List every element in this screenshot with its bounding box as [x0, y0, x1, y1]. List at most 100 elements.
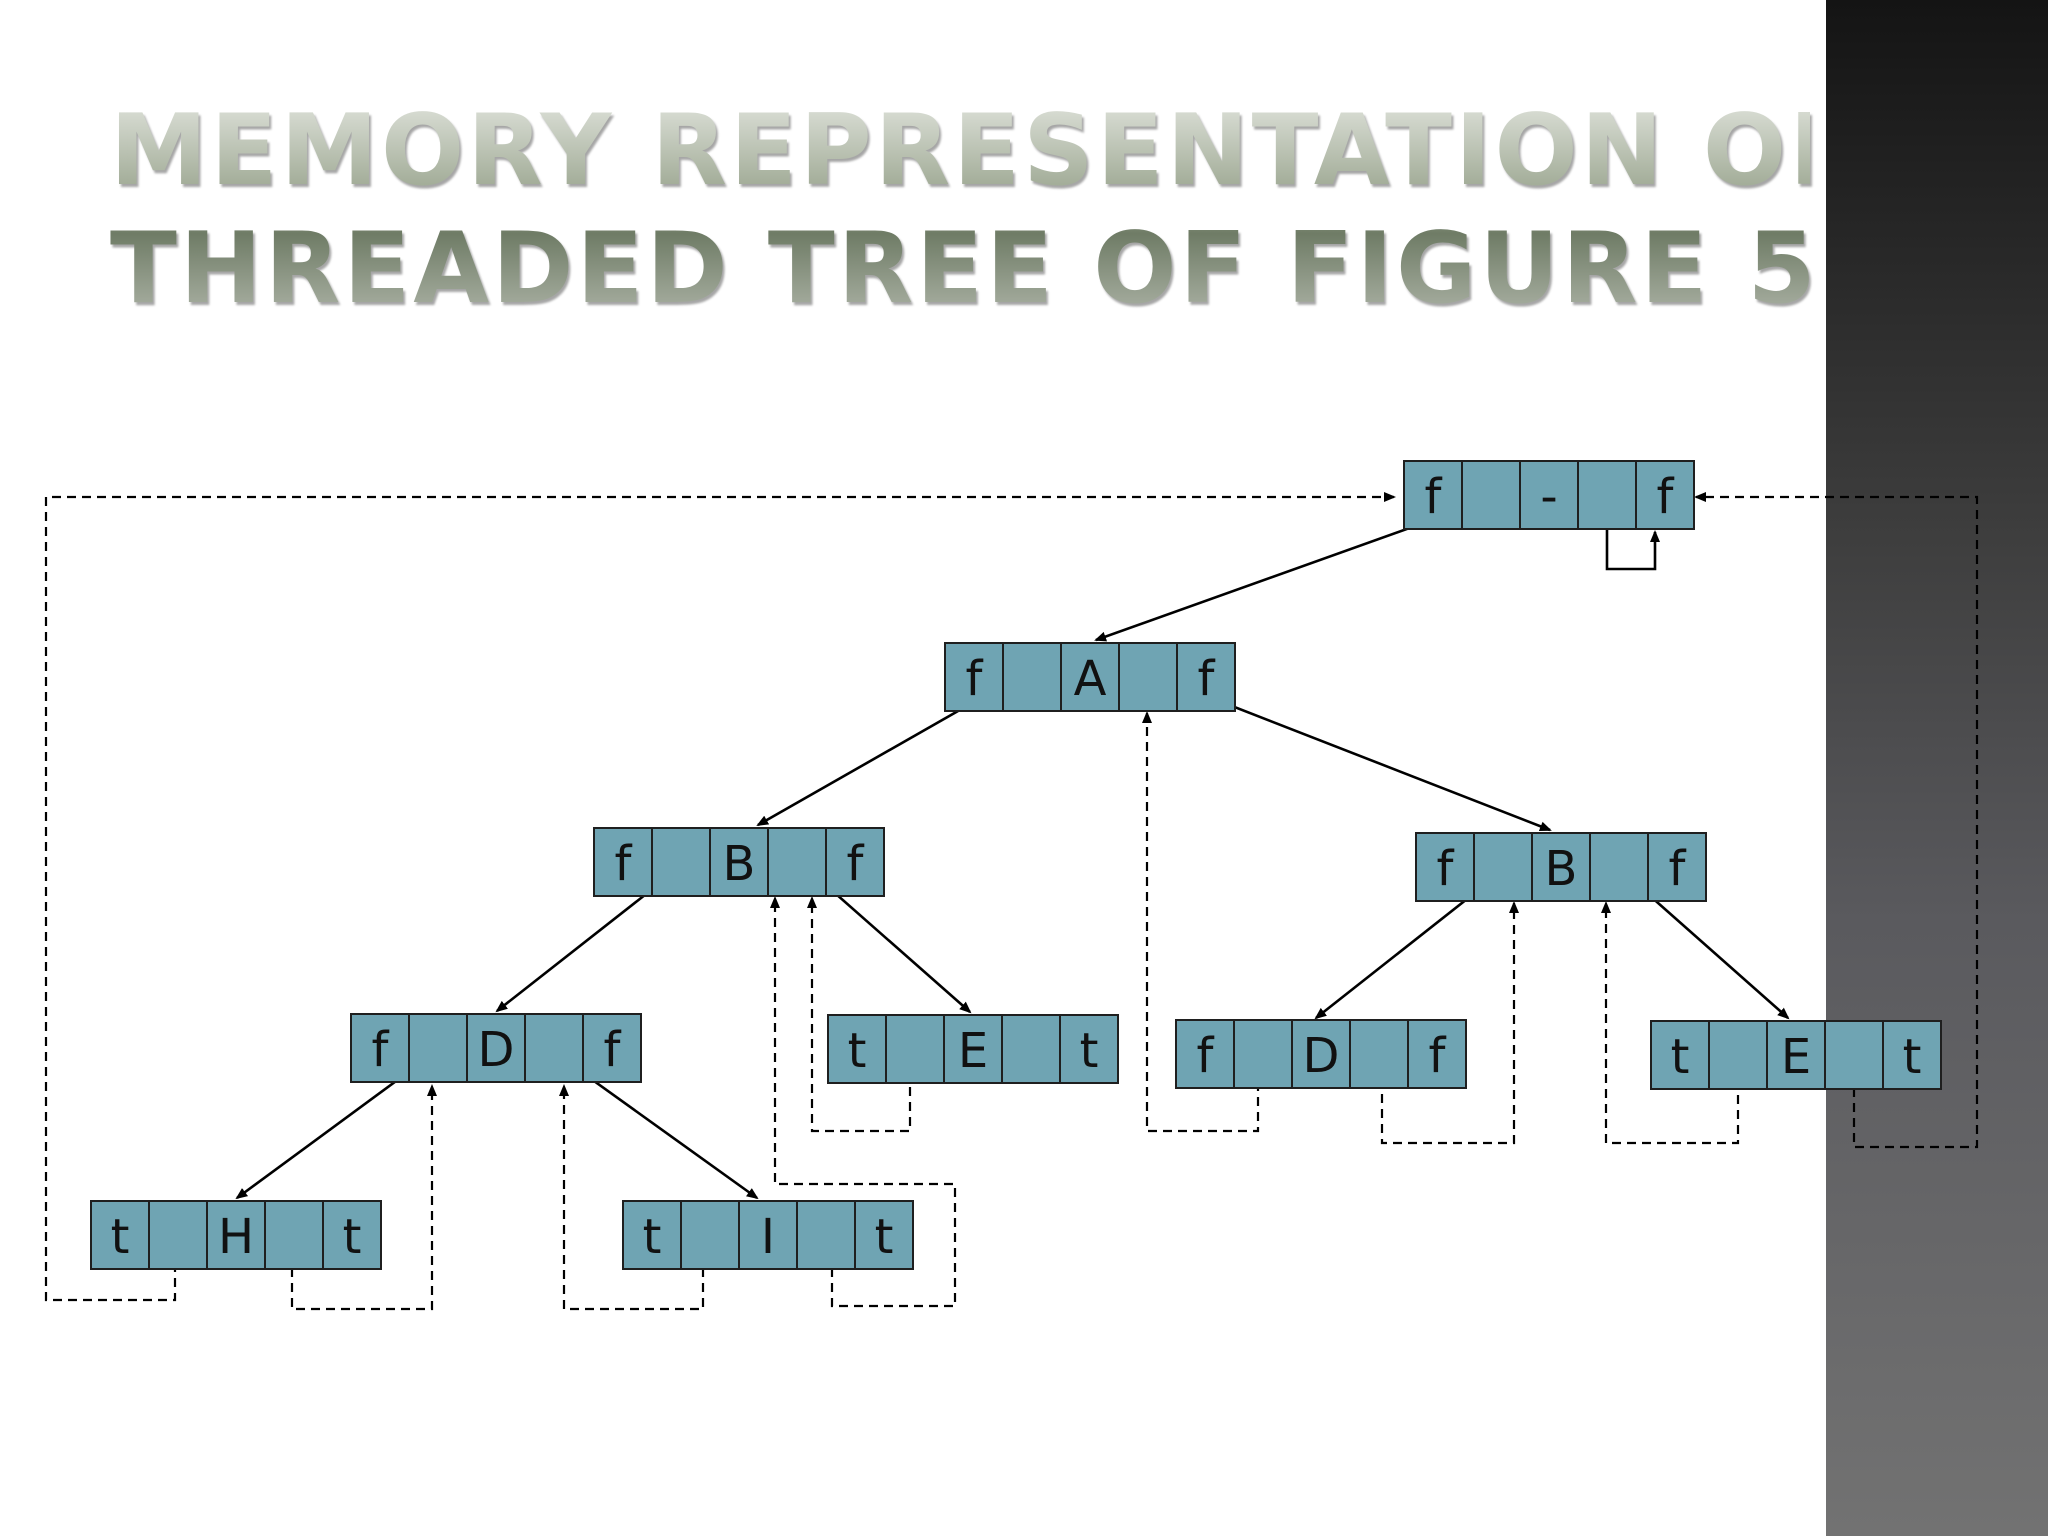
- thread-link-4: [770, 896, 957, 1308]
- right-link-cell: [1824, 1020, 1884, 1090]
- left-thread-label: f: [966, 651, 984, 707]
- data-cell: [709, 827, 769, 897]
- left-thread-cell: [1415, 832, 1475, 902]
- left-thread-label: t: [643, 1209, 662, 1265]
- left-thread-label: f: [615, 836, 633, 892]
- data-label: I: [761, 1209, 775, 1265]
- left-thread-label: f: [1425, 469, 1443, 525]
- tree-node-root: f-f: [1403, 460, 1695, 530]
- thread-link-2: [290, 1084, 437, 1311]
- left-link-cell: [1233, 1019, 1293, 1089]
- right-thread-cell: [825, 827, 885, 897]
- left-link-cell: [680, 1200, 740, 1270]
- side-decoration-panel: [1826, 0, 2048, 1536]
- thread-link-8: [1601, 901, 1740, 1145]
- data-cell: [1291, 1019, 1351, 1089]
- data-cell: [1519, 460, 1579, 530]
- data-label: A: [1074, 651, 1107, 707]
- right-thread-label: f: [1657, 469, 1675, 525]
- left-thread-label: f: [1437, 841, 1455, 897]
- right-link-cell: [1001, 1014, 1061, 1084]
- right-thread-cell: [1882, 1020, 1942, 1090]
- left-thread-cell: [622, 1200, 682, 1270]
- data-label: D: [1303, 1028, 1340, 1084]
- right-thread-cell: [854, 1200, 914, 1270]
- left-thread-label: t: [848, 1023, 867, 1079]
- left-thread-cell: [1403, 460, 1463, 530]
- right-link-cell: [1577, 460, 1637, 530]
- right-link-cell: [524, 1013, 584, 1083]
- thread-link-6: [1142, 711, 1260, 1133]
- left-thread-cell: [944, 642, 1004, 712]
- left-link-cell: [1461, 460, 1521, 530]
- left-link-cell: [651, 827, 711, 897]
- right-link-cell: [1118, 642, 1178, 712]
- right-thread-label: f: [1429, 1028, 1447, 1084]
- left-thread-cell: [1175, 1019, 1235, 1089]
- right-link-cell: [1349, 1019, 1409, 1089]
- right-thread-label: t: [1903, 1029, 1922, 1085]
- right-thread-cell: [1059, 1014, 1119, 1084]
- right-thread-label: f: [604, 1022, 622, 1078]
- right-thread-label: t: [343, 1209, 362, 1265]
- left-link-cell: [885, 1014, 945, 1084]
- left-thread-cell: [350, 1013, 410, 1083]
- data-cell: [206, 1200, 266, 1270]
- left-thread-cell: [827, 1014, 887, 1084]
- right-thread-cell: [1635, 460, 1695, 530]
- right-link-cell: [264, 1200, 324, 1270]
- thread-link-5: [807, 896, 912, 1133]
- left-link-cell: [148, 1200, 208, 1270]
- thread-link-9: [1694, 492, 1979, 1149]
- right-link-cell: [796, 1200, 856, 1270]
- left-thread-label: f: [372, 1022, 390, 1078]
- data-label: E: [1781, 1029, 1811, 1085]
- data-cell: [738, 1200, 798, 1270]
- thread-link-3: [559, 1084, 705, 1311]
- data-label: E: [958, 1023, 988, 1079]
- right-link-cell: [767, 827, 827, 897]
- left-thread-label: t: [111, 1209, 130, 1265]
- data-label: -: [1540, 469, 1557, 525]
- right-thread-cell: [582, 1013, 642, 1083]
- left-link-cell: [1473, 832, 1533, 902]
- left-link-cell: [1002, 642, 1062, 712]
- data-cell: [1060, 642, 1120, 712]
- right-thread-label: f: [1198, 651, 1216, 707]
- left-thread-cell: [90, 1200, 150, 1270]
- left-thread-label: f: [1197, 1028, 1215, 1084]
- right-thread-cell: [1407, 1019, 1467, 1089]
- right-thread-label: f: [847, 836, 865, 892]
- right-thread-label: f: [1669, 841, 1687, 897]
- data-label: B: [1545, 841, 1578, 897]
- thread-link-1: [44, 492, 1396, 1302]
- data-label: H: [218, 1209, 254, 1265]
- right-thread-label: t: [875, 1209, 894, 1265]
- left-link-cell: [1708, 1020, 1768, 1090]
- root-self-link: [1605, 500, 1660, 571]
- data-cell: [466, 1013, 526, 1083]
- right-thread-label: t: [1080, 1023, 1099, 1079]
- right-thread-cell: [1176, 642, 1236, 712]
- right-link-cell: [1589, 832, 1649, 902]
- thread-link-7: [1380, 901, 1519, 1145]
- data-cell: [943, 1014, 1003, 1084]
- left-thread-label: t: [1671, 1029, 1690, 1085]
- data-label: B: [723, 836, 756, 892]
- left-link-cell: [408, 1013, 468, 1083]
- right-thread-cell: [322, 1200, 382, 1270]
- data-label: D: [478, 1022, 515, 1078]
- data-cell: [1766, 1020, 1826, 1090]
- right-thread-cell: [1647, 832, 1707, 902]
